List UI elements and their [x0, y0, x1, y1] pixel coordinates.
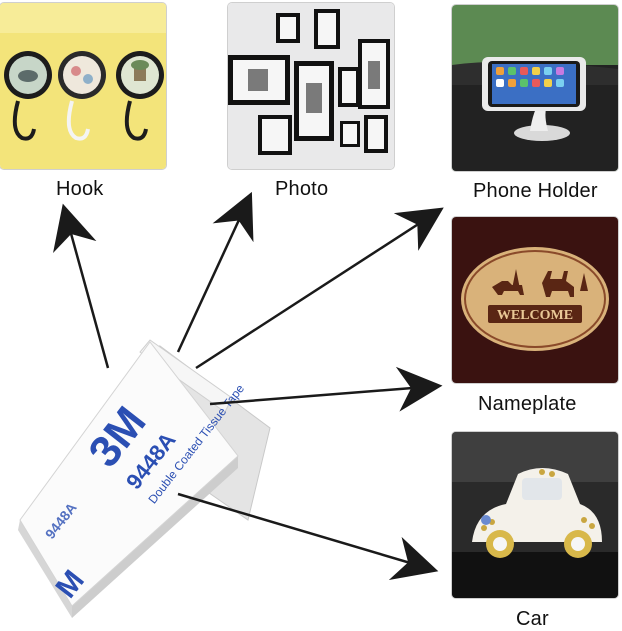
phone-holder-illustration — [452, 5, 618, 171]
car-decoration-photo — [452, 432, 618, 598]
label-phone-holder: Phone Holder — [473, 180, 598, 202]
nameplate-photo: WELCOME — [452, 217, 618, 383]
phone-holder-photo — [452, 5, 618, 171]
hook-illustration — [0, 3, 166, 169]
photo-frames-photo — [228, 3, 394, 169]
hook-photo — [0, 3, 166, 169]
label-photo: Photo — [275, 178, 329, 200]
nameplate-sign-text: WELCOME — [497, 308, 573, 323]
label-hook: Hook — [56, 178, 104, 200]
label-nameplate: Nameplate — [478, 393, 577, 415]
nameplate-illustration: WELCOME — [452, 217, 618, 383]
photo-frames-illustration — [228, 3, 394, 169]
label-car: Car — [516, 608, 549, 630]
car-decoration-illustration — [452, 432, 618, 598]
